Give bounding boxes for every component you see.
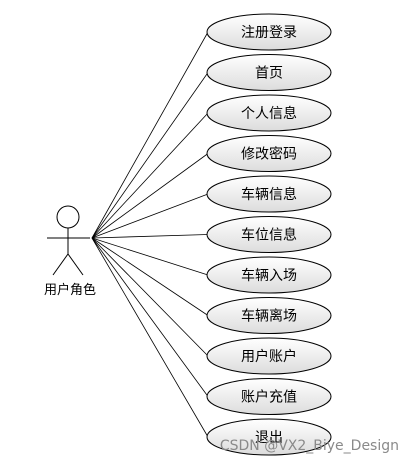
- use-case-label: 账户充值: [241, 389, 297, 406]
- use-case: 车辆离场: [206, 297, 332, 334]
- use-case-label: 注册登录: [241, 25, 297, 41]
- use-case: 注册登录: [206, 13, 332, 51]
- use-case: 个人信息: [206, 94, 332, 132]
- actor-user-role: 用户角色: [44, 205, 96, 298]
- use-case-label: 首页: [255, 66, 283, 82]
- use-case-ellipse: [206, 94, 332, 132]
- association-line: [91, 112, 209, 239]
- watermark-text: CSDN @VX2_Biye_Design: [219, 438, 399, 454]
- use-case-label: 车位信息: [241, 227, 297, 244]
- association-line: [91, 237, 209, 357]
- use-case: 退出: [206, 418, 332, 456]
- association-line: [91, 153, 209, 239]
- use-case: 车辆信息: [206, 175, 332, 213]
- use-case-ellipse: [206, 378, 332, 415]
- use-case-label: 车辆信息: [241, 186, 297, 203]
- association-line: [91, 72, 209, 239]
- association-line: [91, 237, 209, 397]
- association-line: [91, 237, 209, 276]
- use-case: 修改密码: [206, 135, 332, 172]
- use-case: 车位信息: [206, 216, 332, 253]
- association-line: [91, 237, 209, 438]
- use-case-ellipse: [206, 135, 332, 172]
- actor-left-leg: [52, 253, 69, 276]
- use-case: 用户账户: [206, 337, 332, 375]
- use-case-ellipse: [206, 418, 332, 456]
- use-case-ellipse: [206, 13, 332, 51]
- actor-right-leg: [67, 253, 84, 276]
- use-case: 账户充值: [206, 378, 332, 415]
- use-case-label: 修改密码: [241, 146, 297, 163]
- use-case-ellipse: [206, 256, 332, 294]
- actor-head: [56, 205, 80, 229]
- use-case-label: 用户账户: [241, 348, 297, 365]
- use-case-label: 退出: [255, 430, 283, 446]
- use-case: 车辆入场: [206, 256, 332, 294]
- use-case-label: 车辆离场: [241, 308, 297, 325]
- association-line: [91, 234, 209, 239]
- use-case-ellipse: [206, 54, 332, 91]
- use-case: 首页: [206, 54, 332, 91]
- use-case-ellipse: [206, 175, 332, 213]
- use-case-label: 车辆入场: [241, 267, 297, 284]
- association-line: [91, 193, 209, 239]
- use-case-ellipse: [206, 337, 332, 375]
- use-case-label: 个人信息: [241, 105, 297, 122]
- use-case-ellipse: [206, 297, 332, 334]
- actor-label: 用户角色: [44, 282, 96, 298]
- use-case-ellipse: [206, 216, 332, 253]
- association-lines: [91, 31, 209, 438]
- association-line: [91, 237, 209, 316]
- association-line: [91, 31, 209, 239]
